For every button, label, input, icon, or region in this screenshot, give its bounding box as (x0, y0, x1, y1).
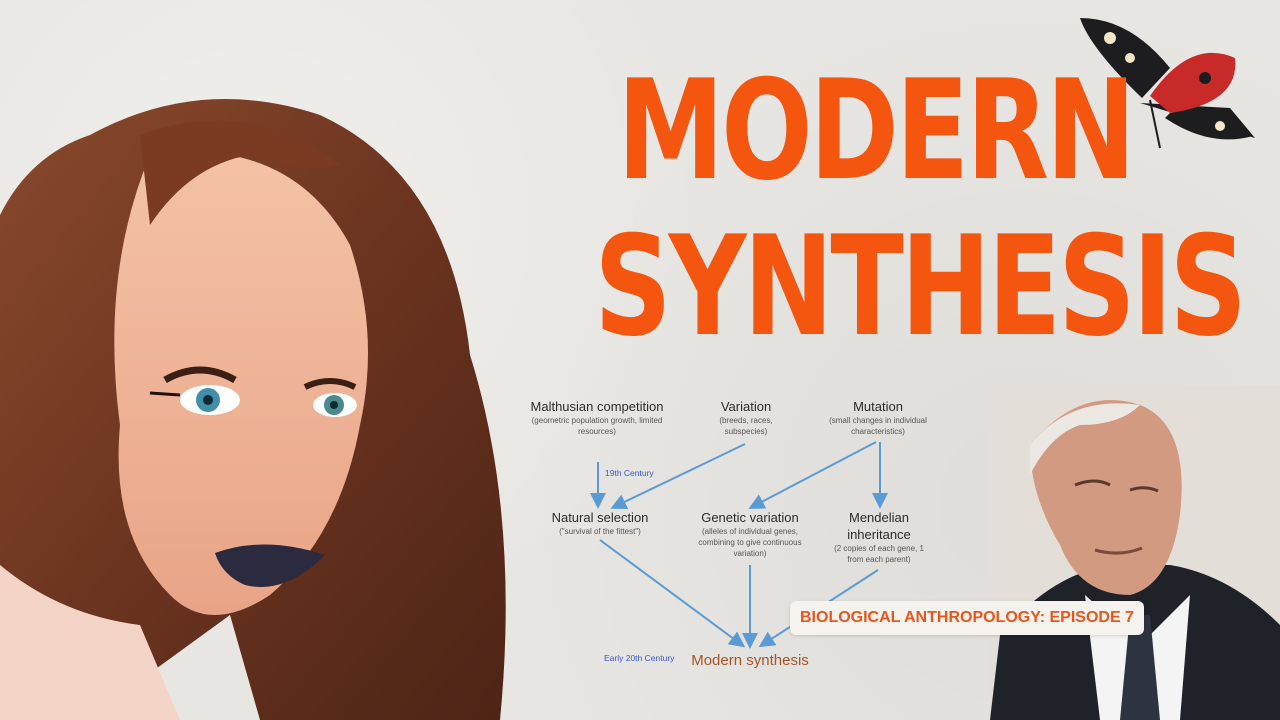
arrow-mutation-to-genetic (748, 441, 877, 509)
node-natural-selection-title: Natural selection (551, 510, 649, 525)
arrow-variation-to-selection (610, 443, 746, 510)
node-malthusian: Malthusian competition (geometric popula… (527, 398, 667, 437)
woman-portrait (0, 99, 506, 720)
node-modern-synthesis: Modern synthesis (691, 652, 809, 669)
node-mendelian-sub: (2 copies of each gene, 1 from each pare… (834, 544, 924, 564)
node-mutation-sub: (small changes in individual characteris… (829, 416, 927, 436)
era-early-20th-century: Early 20th Century (604, 653, 675, 663)
node-malthusian-sub: (geometric population growth, limited re… (531, 416, 663, 436)
arrow-selection-to-modern (599, 539, 746, 648)
era-19th-century: 19th Century (605, 468, 654, 478)
node-natural-selection-sub: ("survival of the fittest") (559, 527, 641, 536)
node-genetic-variation-sub: (alleles of individual genes, combining … (698, 527, 802, 558)
node-mendelian-title: Mendelian inheritance (847, 510, 911, 542)
node-genetic-variation-title: Genetic variation (701, 510, 799, 525)
title-line-2: SYNTHESIS (594, 206, 1247, 367)
node-variation-title: Variation (720, 399, 772, 414)
node-variation-sub: (breeds, races, subspecies) (719, 416, 773, 436)
episode-badge: BIOLOGICAL ANTHROPOLOGY: EPISODE 7 (790, 601, 1144, 635)
butterfly-icon (1080, 18, 1255, 149)
node-mutation: Mutation (small changes in individual ch… (818, 398, 938, 437)
node-genetic-variation: Genetic variation (alleles of individual… (690, 509, 810, 559)
title-line-1: MODERN (617, 50, 1136, 211)
node-mendelian: Mendelian inheritance (2 copies of each … (825, 509, 933, 565)
node-variation: Variation (breeds, races, subspecies) (705, 398, 787, 437)
node-natural-selection: Natural selection ("survival of the fitt… (535, 509, 665, 537)
node-mutation-title: Mutation (853, 399, 903, 414)
node-malthusian-title: Malthusian competition (530, 399, 664, 414)
